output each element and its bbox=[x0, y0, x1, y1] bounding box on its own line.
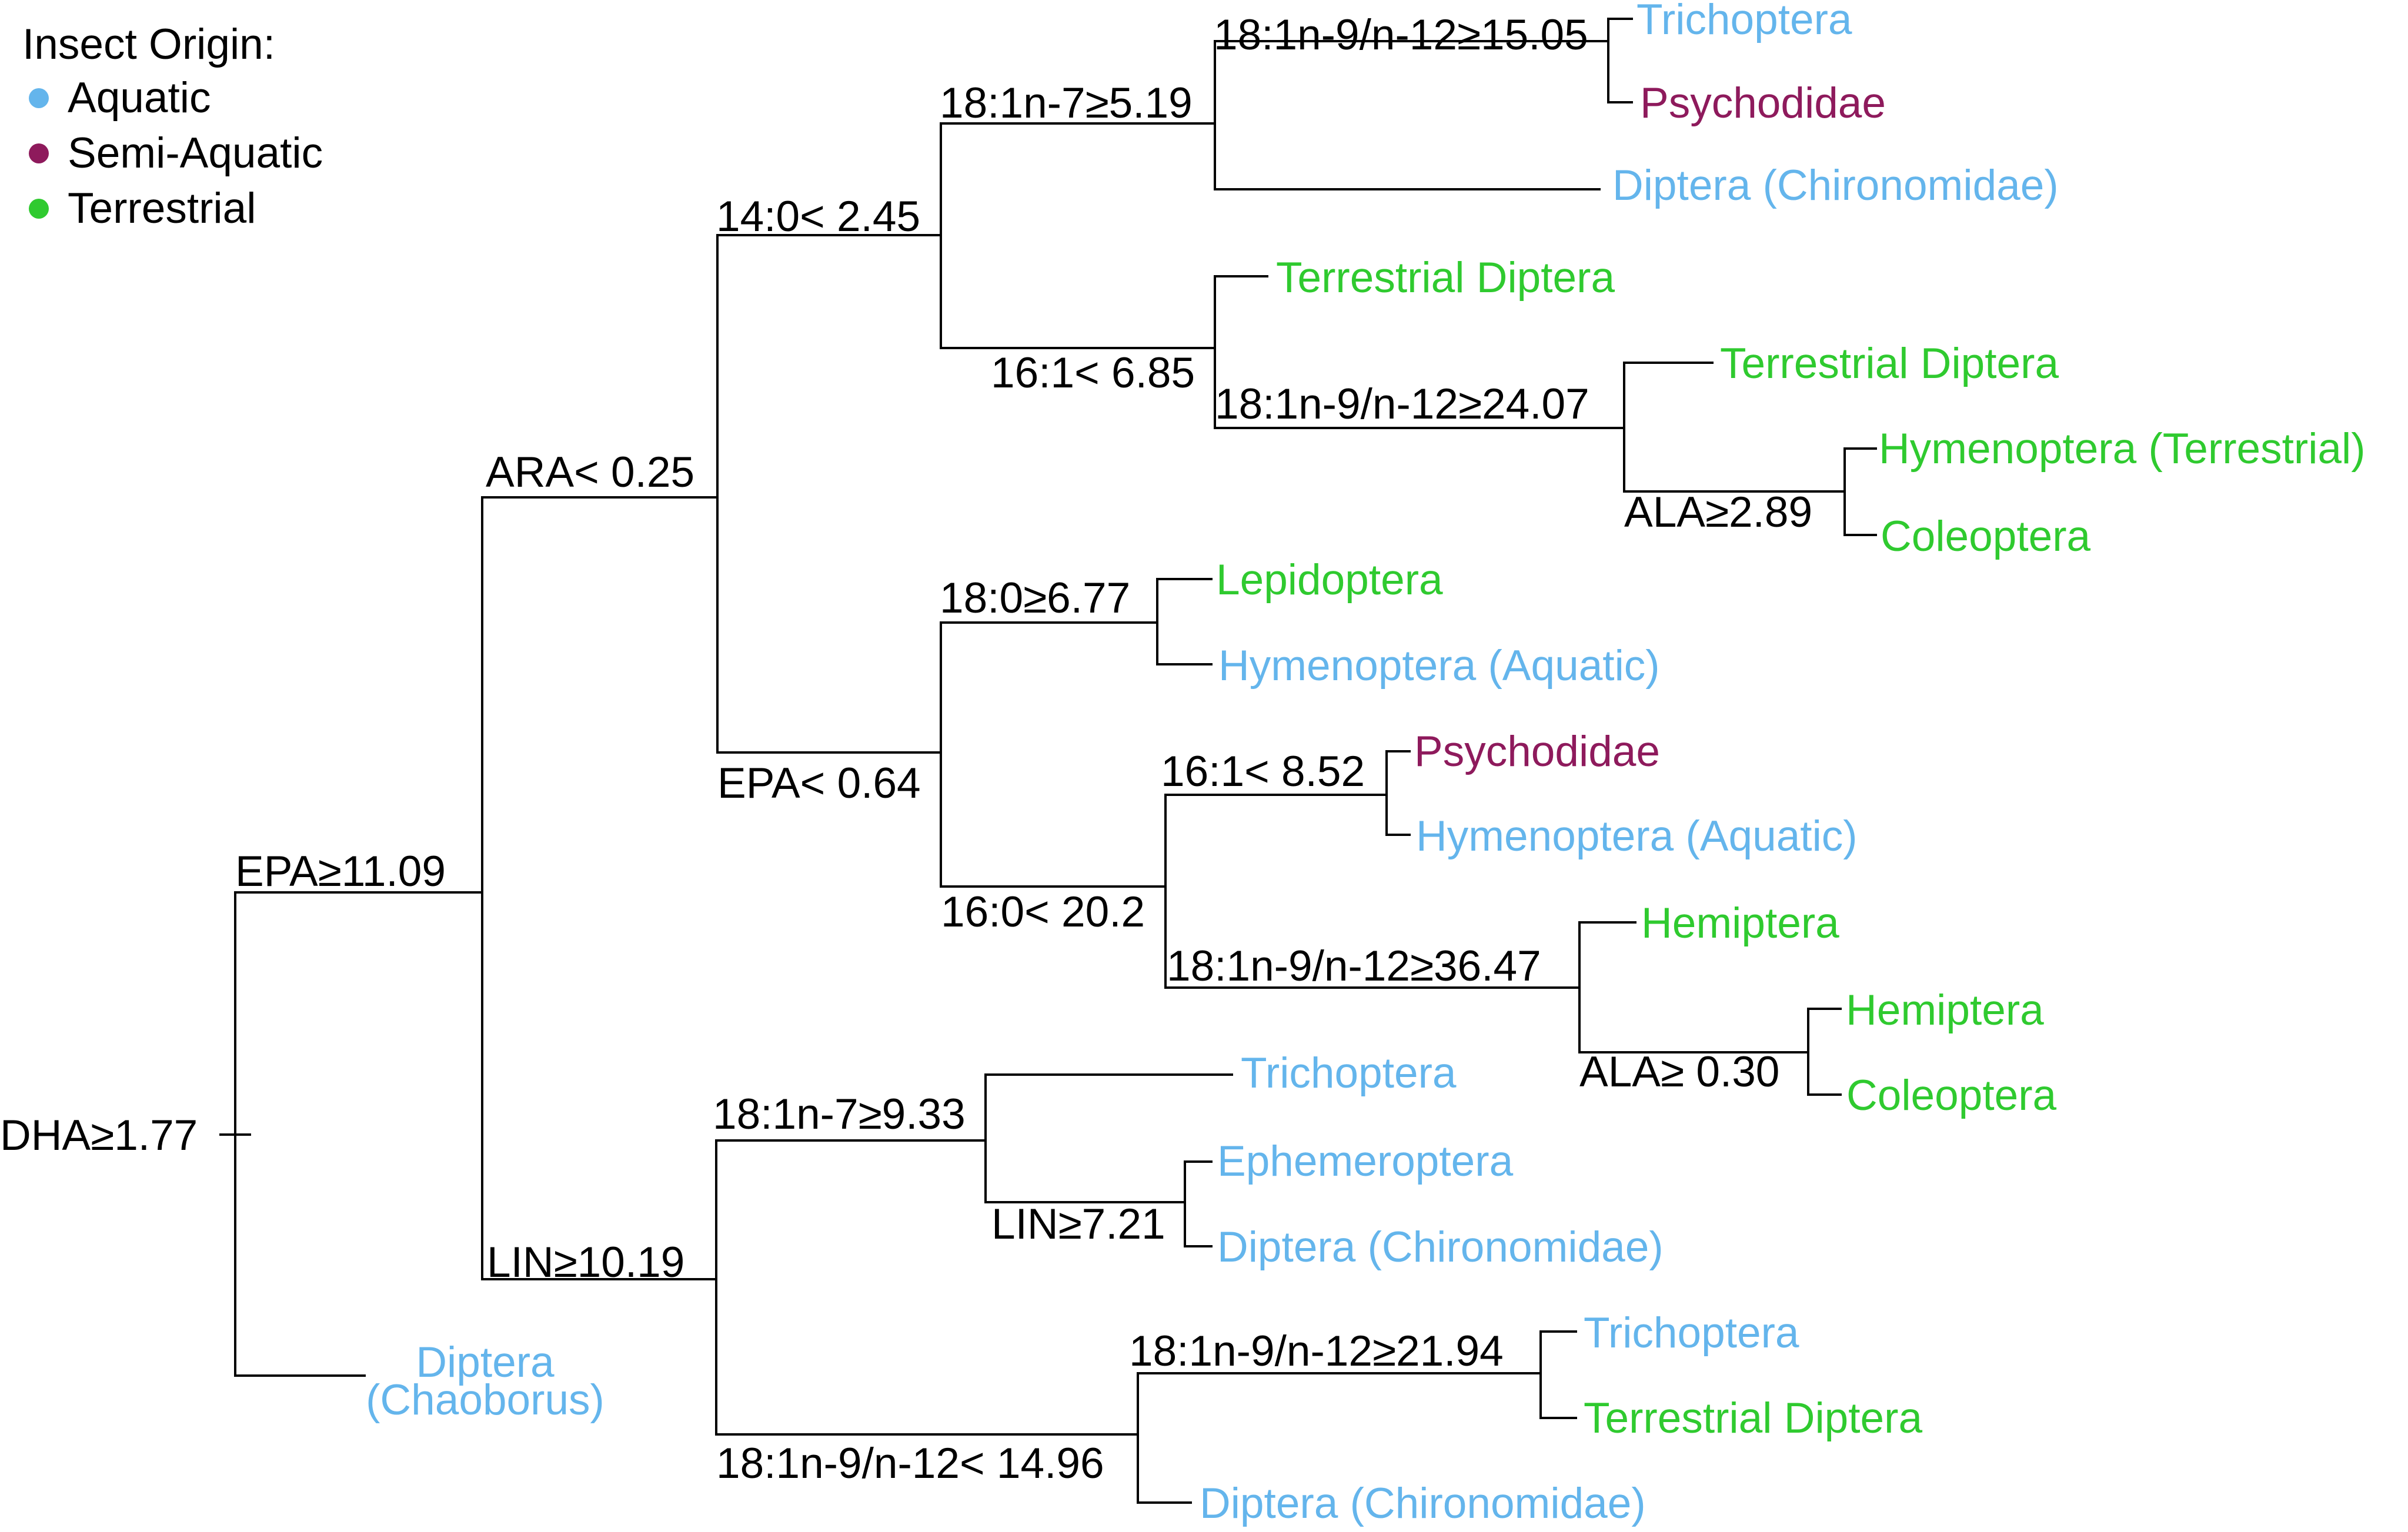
leaf-label: Hemiptera bbox=[1846, 986, 2044, 1034]
leaf-label: Ephemeroptera bbox=[1217, 1138, 1514, 1185]
split-c14-245: 14:0< 2.45 bbox=[716, 193, 920, 240]
branch-lin1019 bbox=[715, 1139, 1139, 1436]
split-epa064: EPA< 0.64 bbox=[717, 760, 921, 807]
legend-swatch-terrestrial bbox=[29, 199, 49, 219]
branch-c161-685 bbox=[1214, 275, 1625, 429]
leaf-label: Terrestrial Diptera bbox=[1720, 340, 2059, 387]
leaf-label: Psychodidae bbox=[1640, 79, 1886, 127]
leaf-label: Terrestrial Diptera bbox=[1584, 1394, 1922, 1442]
leaf-label: Terrestrial Diptera bbox=[1276, 254, 1615, 302]
leaf-label: Psychodidae bbox=[1414, 728, 1660, 775]
leaf-label: Coleoptera bbox=[1881, 513, 2091, 560]
leaf-label: Diptera (Chironomidae) bbox=[1217, 1223, 1664, 1271]
branch-c161-852 bbox=[1385, 750, 1411, 836]
split-c161-685: 16:1< 6.85 bbox=[991, 349, 1195, 397]
leaf-label: Diptera (Chironomidae) bbox=[1200, 1480, 1646, 1527]
split-c181n9-2407: 18:1n-9/n-12≥24.07 bbox=[1215, 380, 1589, 428]
branch-c181n7-933 bbox=[984, 1073, 1233, 1203]
legend-label-semi-aquatic: Semi-Aquatic bbox=[68, 129, 323, 177]
branch-c160-202 bbox=[1164, 794, 1581, 989]
branch-ala289 bbox=[1843, 447, 1877, 536]
leaf-label: Hymenoptera (Aquatic) bbox=[1218, 642, 1660, 690]
split-c181n7-519: 18:1n-7≥5.19 bbox=[940, 79, 1193, 127]
leaf-label: (Chaoborus) bbox=[366, 1376, 604, 1424]
leaf-label: Hymenoptera (Aquatic) bbox=[1416, 812, 1858, 860]
branch-c181n9-1496 bbox=[1137, 1372, 1542, 1504]
split-c181n7-933: 18:1n-7≥9.33 bbox=[713, 1091, 966, 1138]
branch-c181n9-1505 bbox=[1607, 18, 1633, 103]
split-lin721: LIN≥7.21 bbox=[991, 1200, 1165, 1248]
branch-c180-677 bbox=[1156, 578, 1213, 665]
split-ala289: ALA≥2.89 bbox=[1624, 489, 1812, 536]
split-root: DHA≥1.77 bbox=[0, 1112, 198, 1159]
leaf-label: Trichoptera bbox=[1636, 0, 1852, 44]
split-c181n9-1496: 18:1n-9/n-12< 14.96 bbox=[716, 1440, 1104, 1487]
branch-epa064 bbox=[940, 621, 1167, 888]
branch-c14-245 bbox=[940, 122, 1216, 349]
leaf-label: Trichoptera bbox=[1584, 1309, 1799, 1357]
legend: Insect Origin: Aquatic Semi-Aquatic Terr… bbox=[22, 21, 323, 232]
split-c180-677: 18:0≥6.77 bbox=[940, 574, 1130, 622]
branch-c181n9-2194 bbox=[1539, 1330, 1577, 1419]
legend-label-terrestrial: Terrestrial bbox=[68, 185, 256, 232]
branch-epa1109 bbox=[481, 496, 719, 1280]
leaf-label: Trichoptera bbox=[1241, 1049, 1457, 1097]
split-lin1019: LIN≥10.19 bbox=[487, 1239, 684, 1286]
leaf-label: Hymenoptera (Terrestrial) bbox=[1879, 425, 2366, 473]
branch-root bbox=[219, 891, 483, 1377]
split-c160-202: 16:0< 20.2 bbox=[941, 888, 1145, 936]
leaf-label: Diptera bbox=[416, 1339, 555, 1386]
branch-c181n9-3647 bbox=[1578, 921, 1809, 1053]
leaf-label: Hemiptera bbox=[1641, 899, 1839, 947]
leaf-label: Diptera (Chironomidae) bbox=[1612, 162, 2059, 209]
split-ala030: ALA≥ 0.30 bbox=[1579, 1048, 1779, 1096]
split-ara025: ARA< 0.25 bbox=[486, 449, 694, 496]
legend-label-aquatic: Aquatic bbox=[68, 74, 211, 122]
tree-branches bbox=[219, 18, 1877, 1504]
legend-title: Insect Origin: bbox=[22, 21, 275, 68]
split-c181n9-3647: 18:1n-9/n-12≥36.47 bbox=[1167, 942, 1541, 990]
legend-swatch-aquatic bbox=[29, 88, 49, 108]
split-epa1109: EPA≥11.09 bbox=[235, 848, 446, 895]
legend-swatch-semi-aquatic bbox=[29, 143, 49, 163]
leaf-label: Coleoptera bbox=[1846, 1072, 2057, 1119]
branch-ara025 bbox=[716, 234, 942, 754]
split-c161-852: 16:1< 8.52 bbox=[1161, 748, 1365, 795]
branch-ala030 bbox=[1807, 1008, 1842, 1096]
branch-c181n7-519 bbox=[1214, 40, 1609, 190]
split-labels: DHA≥1.77 EPA≥11.09 ARA< 0.25 14:0< 2.45 … bbox=[0, 11, 1812, 1487]
leaf-labels: Trichoptera Psychodidae Diptera (Chirono… bbox=[366, 0, 2365, 1527]
split-c181n9-1505: 18:1n-9/n-12≥15.05 bbox=[1214, 11, 1588, 59]
branch-lin721 bbox=[1184, 1160, 1213, 1247]
branch-c181n9-2407 bbox=[1623, 362, 1846, 493]
split-c181n9-2194: 18:1n-9/n-12≥21.94 bbox=[1129, 1327, 1504, 1375]
leaf-label: Lepidoptera bbox=[1216, 556, 1443, 604]
